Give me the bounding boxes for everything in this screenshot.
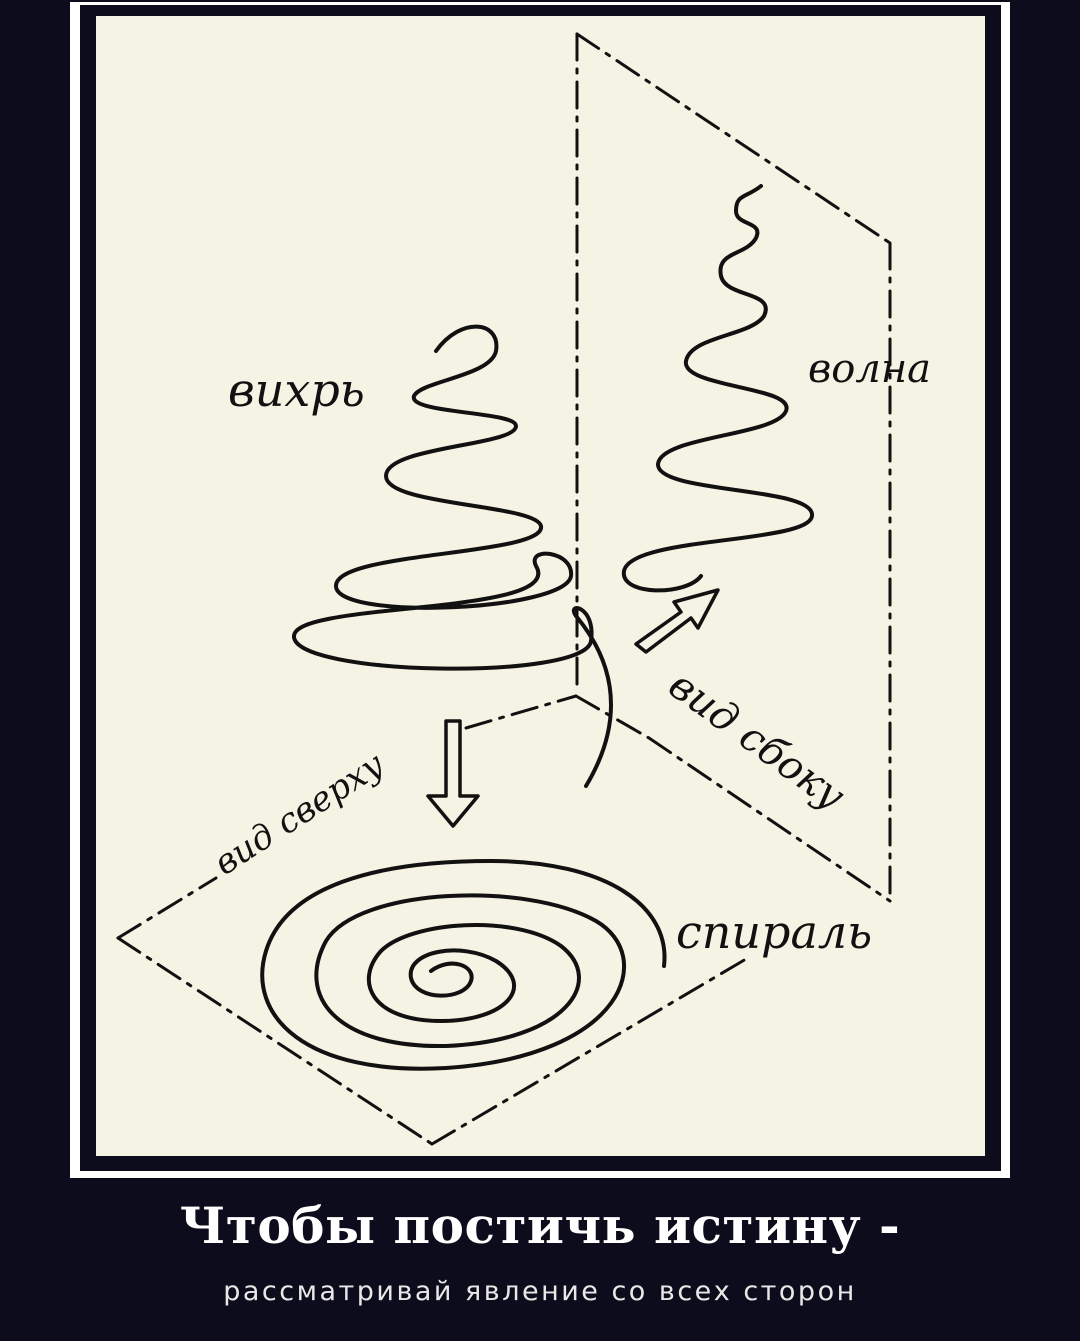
spiral-label: спираль [676, 905, 872, 959]
top-view-label: вид сверху [207, 744, 391, 883]
caption-title: Чтобы постичь истину - [179, 1196, 901, 1255]
vortex-helix [291, 324, 613, 788]
caption-subtitle: рассматривай явление со всех сторон [223, 1276, 857, 1307]
side-arrow-icon [634, 588, 720, 654]
down-arrow-icon [426, 719, 480, 828]
spiral-curve [260, 859, 667, 1071]
side-plane [575, 32, 892, 903]
side-view-label: вид сбоку [660, 662, 854, 820]
vortex-label: вихрь [228, 363, 365, 417]
wave-curve [621, 184, 814, 593]
vortex-diagram: вихрь волна вид сбоку вид сверху спираль [116, 32, 931, 1146]
wave-label: волна [808, 346, 931, 392]
floor-plane [116, 694, 748, 1146]
diagram-panel: вихрь волна вид сбоку вид сверху спираль [96, 16, 985, 1156]
